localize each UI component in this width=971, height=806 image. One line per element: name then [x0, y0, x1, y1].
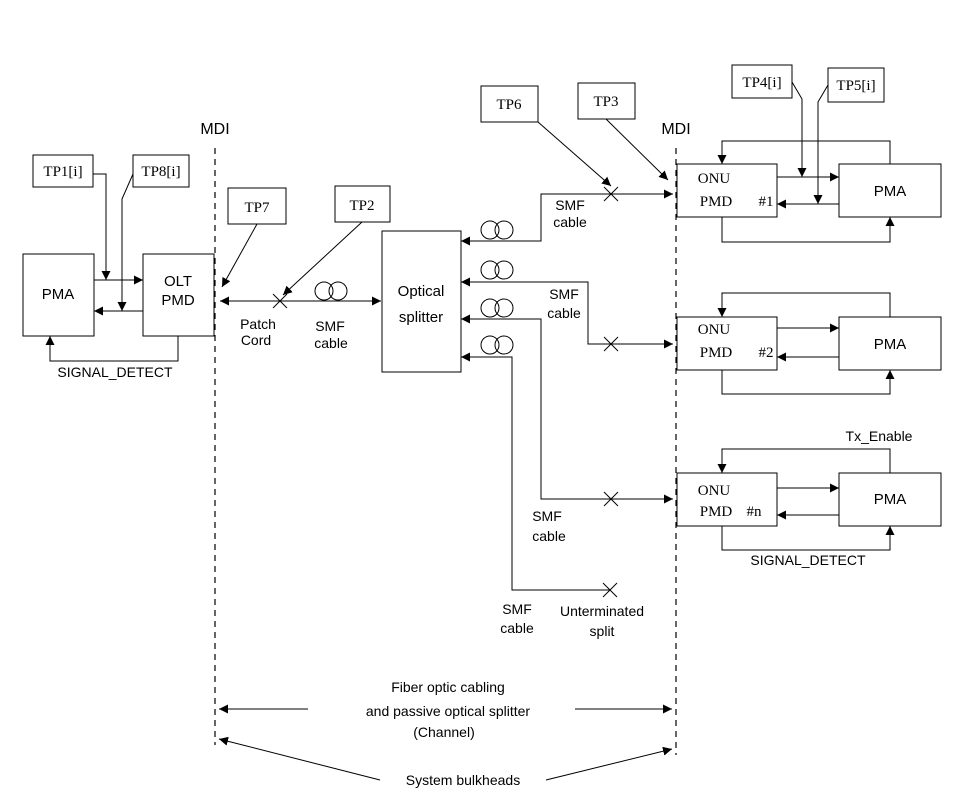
onu2-pma-box: [838, 316, 942, 371]
tp5-pointer: [813, 84, 829, 204]
onun-signal-detect-loop: [721, 526, 895, 551]
tp8-label: TP8[i]: [141, 164, 180, 180]
feeder-cable-label-line1: SMF: [315, 318, 345, 334]
branch1-cable-label-line1: SMF: [555, 197, 585, 213]
tp7-label: TP7: [244, 200, 270, 216]
unterminated-label-line2: split: [590, 623, 615, 639]
channel-label-line3: (Channel): [413, 724, 474, 740]
tp1-pointer: [93, 173, 111, 280]
bulkhead-arrow-right: [545, 746, 673, 781]
splitter-label-line2: splitter: [399, 309, 443, 326]
onu2-index: #2: [759, 345, 774, 361]
branch3-fiber: [461, 314, 673, 504]
branch1-connector: [603, 186, 619, 202]
branch4-fiber-coil: [480, 335, 514, 355]
tp3-box: [577, 82, 636, 120]
branch4-cable-label-line2: cable: [500, 620, 534, 636]
onun-pma-label: PMA: [874, 491, 907, 508]
olt-signal-detect-label: SIGNAL_DETECT: [57, 364, 173, 380]
tx-enable-label: Tx_Enable: [846, 428, 913, 444]
tp3-pointer: [605, 118, 669, 181]
onu2-pma-label: PMA: [874, 336, 907, 353]
onu1-pma-box: [838, 163, 942, 218]
tp7-pointer: [221, 223, 258, 288]
feeder-cable-label-line2: cable: [314, 335, 348, 351]
optical-splitter-box: [381, 230, 462, 373]
onu1-index: #1: [759, 194, 774, 210]
tp6-pointer: [537, 121, 612, 187]
onu1-signal-detect-loop: [721, 217, 895, 243]
branch2-cable-label-line2: cable: [547, 305, 581, 321]
tp7-box: [227, 187, 287, 225]
tp8-box: [132, 154, 190, 188]
tp5-label: TP5[i]: [836, 78, 875, 94]
tp4-label: TP4[i]: [742, 75, 781, 91]
onu-signal-detect-label: SIGNAL_DETECT: [750, 552, 866, 568]
bulkhead-arrow-left: [218, 736, 381, 781]
onun-pmd-box: [676, 472, 778, 527]
onu2-pmd-box: [676, 316, 778, 371]
patch-cord-connector: [272, 293, 288, 309]
channel-label-line1: Fiber optic cabling: [391, 679, 505, 695]
tp1-label: TP1[i]: [43, 164, 82, 180]
onu1-pma-label: PMA: [874, 183, 907, 200]
onu2-signal-detect-loop: [721, 370, 895, 395]
onu1-tx-enable-loop: [717, 140, 891, 164]
bulkheads-label: System bulkheads: [406, 772, 520, 788]
olt-pmd-label-line2: PMD: [161, 292, 195, 309]
branch4-fiber: [461, 352, 610, 591]
branch2-fiber-coil: [480, 260, 514, 280]
olt-signal-detect-loop: [45, 336, 179, 362]
onu2-label-line2: PMD: [700, 345, 733, 361]
tp2-box: [334, 185, 391, 223]
patch-cord-label-line2: Cord: [241, 332, 271, 348]
tp5-box: [827, 67, 885, 103]
olt-pmd-box: [142, 253, 215, 337]
branch3-cable-label-line1: SMF: [532, 508, 562, 524]
tp4-box: [731, 64, 793, 99]
branch3-cable-label-line2: cable: [532, 528, 566, 544]
tp2-pointer: [282, 221, 363, 296]
tp4-pointer: [791, 81, 807, 177]
olt-pma-box: [22, 253, 95, 337]
onu2-label-line1: ONU: [698, 322, 731, 338]
splitter-label-line1: Optical: [398, 283, 445, 300]
onu1-pmd-box: [676, 163, 778, 218]
patch-cord-label-line1: Patch: [240, 316, 276, 332]
olt-pmd-label-line1: OLT: [164, 273, 192, 290]
unterminated-split-end: [602, 582, 618, 598]
tp6-label: TP6: [496, 97, 522, 113]
olt-pma-label: PMA: [42, 286, 75, 303]
tp1-box: [32, 154, 94, 188]
tp8-pointer: [117, 173, 134, 311]
mdi-left-label: MDI: [200, 121, 229, 138]
branch1-cable-label-line2: cable: [553, 214, 587, 230]
onun-index: #n: [747, 504, 763, 520]
branch1-fiber: [461, 189, 673, 246]
onu2-tx-enable-loop: [717, 292, 891, 317]
onun-label-line1: ONU: [698, 483, 731, 499]
branch3-fiber-coil: [480, 298, 514, 318]
onun-pma-box: [838, 472, 942, 527]
branch3-connector: [603, 491, 619, 507]
onu1-label-line2: PMD: [700, 194, 733, 210]
channel-label-line2: and passive optical splitter: [366, 703, 531, 719]
onun-label-line2: PMD: [700, 504, 733, 520]
onun-tx-enable-loop: [717, 448, 891, 473]
onu1-label-line1: ONU: [698, 171, 731, 187]
mdi-right-label: MDI: [661, 121, 690, 138]
feeder-fiber-coil: [314, 281, 348, 301]
branch2-cable-label-line1: SMF: [549, 286, 579, 302]
tp6-box: [480, 85, 539, 123]
branch1-fiber-coil: [480, 220, 514, 240]
tp3-label: TP3: [593, 94, 618, 110]
tp2-label: TP2: [349, 198, 374, 214]
branch4-cable-label-line1: SMF: [502, 601, 532, 617]
unterminated-label-line1: Unterminated: [560, 603, 644, 619]
